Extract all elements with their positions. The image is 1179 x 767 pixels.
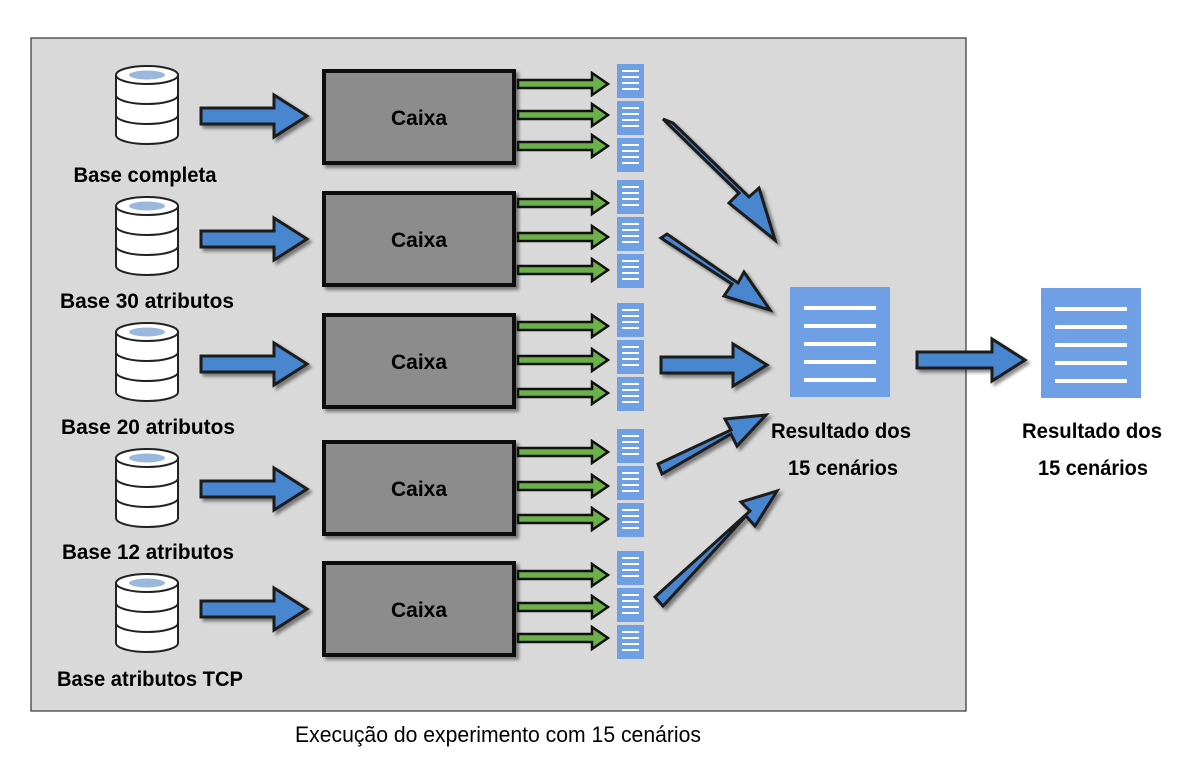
database-icon	[115, 65, 179, 145]
document-icon	[617, 101, 644, 135]
input-arrow	[199, 340, 310, 388]
document-icon	[617, 503, 644, 537]
converging-arrow	[661, 117, 778, 245]
input-arrow	[199, 215, 310, 263]
panel-caption: Execução do experimento com 15 cenários	[295, 722, 701, 747]
caixa-label: Caixa	[391, 351, 447, 374]
document-icon	[617, 340, 644, 374]
database-icon	[115, 573, 179, 653]
caixa-label: Caixa	[391, 229, 447, 252]
result-documents	[617, 429, 644, 537]
output-arrows	[516, 189, 611, 284]
output-arrow	[516, 223, 611, 251]
base-label: Base atributos TCP	[57, 668, 243, 691]
output-arrows	[516, 561, 611, 652]
input-arrow	[199, 465, 310, 513]
document-icon	[617, 466, 644, 500]
converging-arrow	[652, 488, 781, 609]
scenario-row: Base 30 atributos Caixa	[60, 180, 644, 313]
result-documents	[617, 551, 644, 659]
output-arrow	[516, 379, 611, 407]
output-arrow	[516, 346, 611, 374]
output-arrow	[516, 132, 611, 160]
database-icon	[115, 196, 179, 276]
document-icon	[617, 254, 644, 288]
scenario-row: Base completa Caixa	[74, 64, 644, 187]
aggregate-label-line2: 15 cenários	[788, 457, 898, 480]
database-icon	[115, 448, 179, 528]
caixa-label: Caixa	[391, 478, 447, 501]
document-icon	[617, 588, 644, 622]
output-arrow	[516, 101, 611, 129]
database-icon	[115, 322, 179, 402]
final-arrow	[915, 336, 1028, 384]
document-icon	[617, 551, 644, 585]
base-label: Base 20 atributos	[61, 416, 235, 439]
output-arrows	[516, 438, 611, 533]
document-icon	[617, 303, 644, 337]
output-arrow	[516, 593, 611, 621]
output-arrow	[516, 312, 611, 340]
base-label: Base completa	[74, 164, 217, 187]
document-icon	[617, 217, 644, 251]
output-arrow	[516, 505, 611, 533]
scenario-row: Base 20 atributos Caixa	[61, 303, 644, 439]
caixa-box	[322, 440, 516, 536]
caixa-box	[322, 313, 516, 409]
converging-arrow	[659, 341, 770, 389]
caixa-box	[322, 69, 516, 165]
output-arrow	[516, 438, 611, 466]
input-arrow	[199, 585, 310, 633]
input-arrow	[199, 92, 310, 140]
aggregate-label-line1: Resultado dos	[771, 420, 911, 443]
base-label: Base 12 atributos	[62, 541, 234, 564]
final-document-icon	[1041, 288, 1141, 398]
aggregate-document-icon	[790, 287, 890, 397]
result-documents	[617, 64, 644, 172]
result-documents	[617, 180, 644, 288]
converging-arrows	[652, 117, 781, 609]
output-arrow	[516, 70, 611, 98]
document-icon	[617, 138, 644, 172]
output-arrow	[516, 472, 611, 500]
output-arrows	[516, 312, 611, 407]
document-icon	[617, 625, 644, 659]
converging-arrow	[656, 413, 770, 477]
final-label-line1: Resultado dos	[1022, 420, 1162, 443]
document-icon	[617, 429, 644, 463]
final-label-line2: 15 cenários	[1038, 457, 1148, 480]
result-documents	[617, 303, 644, 411]
caixa-box	[322, 191, 516, 287]
output-arrow	[516, 624, 611, 652]
document-icon	[617, 64, 644, 98]
scenario-row: Base 12 atributos Caixa	[62, 429, 644, 564]
caixa-label: Caixa	[391, 107, 447, 130]
caixa-box	[322, 561, 516, 657]
output-arrow	[516, 189, 611, 217]
output-arrow	[516, 256, 611, 284]
converging-arrow	[658, 232, 774, 313]
output-arrow	[516, 561, 611, 589]
document-icon	[617, 180, 644, 214]
base-label: Base 30 atributos	[60, 290, 234, 313]
document-icon	[617, 377, 644, 411]
caixa-label: Caixa	[391, 599, 447, 622]
output-arrows	[516, 70, 611, 160]
scenario-row: Base atributos TCP Caixa	[57, 551, 644, 691]
